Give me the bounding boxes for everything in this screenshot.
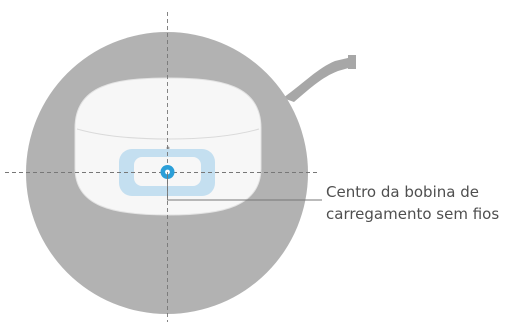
callout-label-line-2: carregamento sem fios	[326, 205, 500, 223]
callout-label-line-1: Centro da bobina de	[326, 183, 479, 201]
case-lid-seam	[76, 128, 260, 140]
charging-cable	[283, 55, 356, 102]
callout-leader-line	[167, 172, 322, 201]
callout-label: Centro da bobina de carregamento sem fio…	[326, 181, 522, 225]
